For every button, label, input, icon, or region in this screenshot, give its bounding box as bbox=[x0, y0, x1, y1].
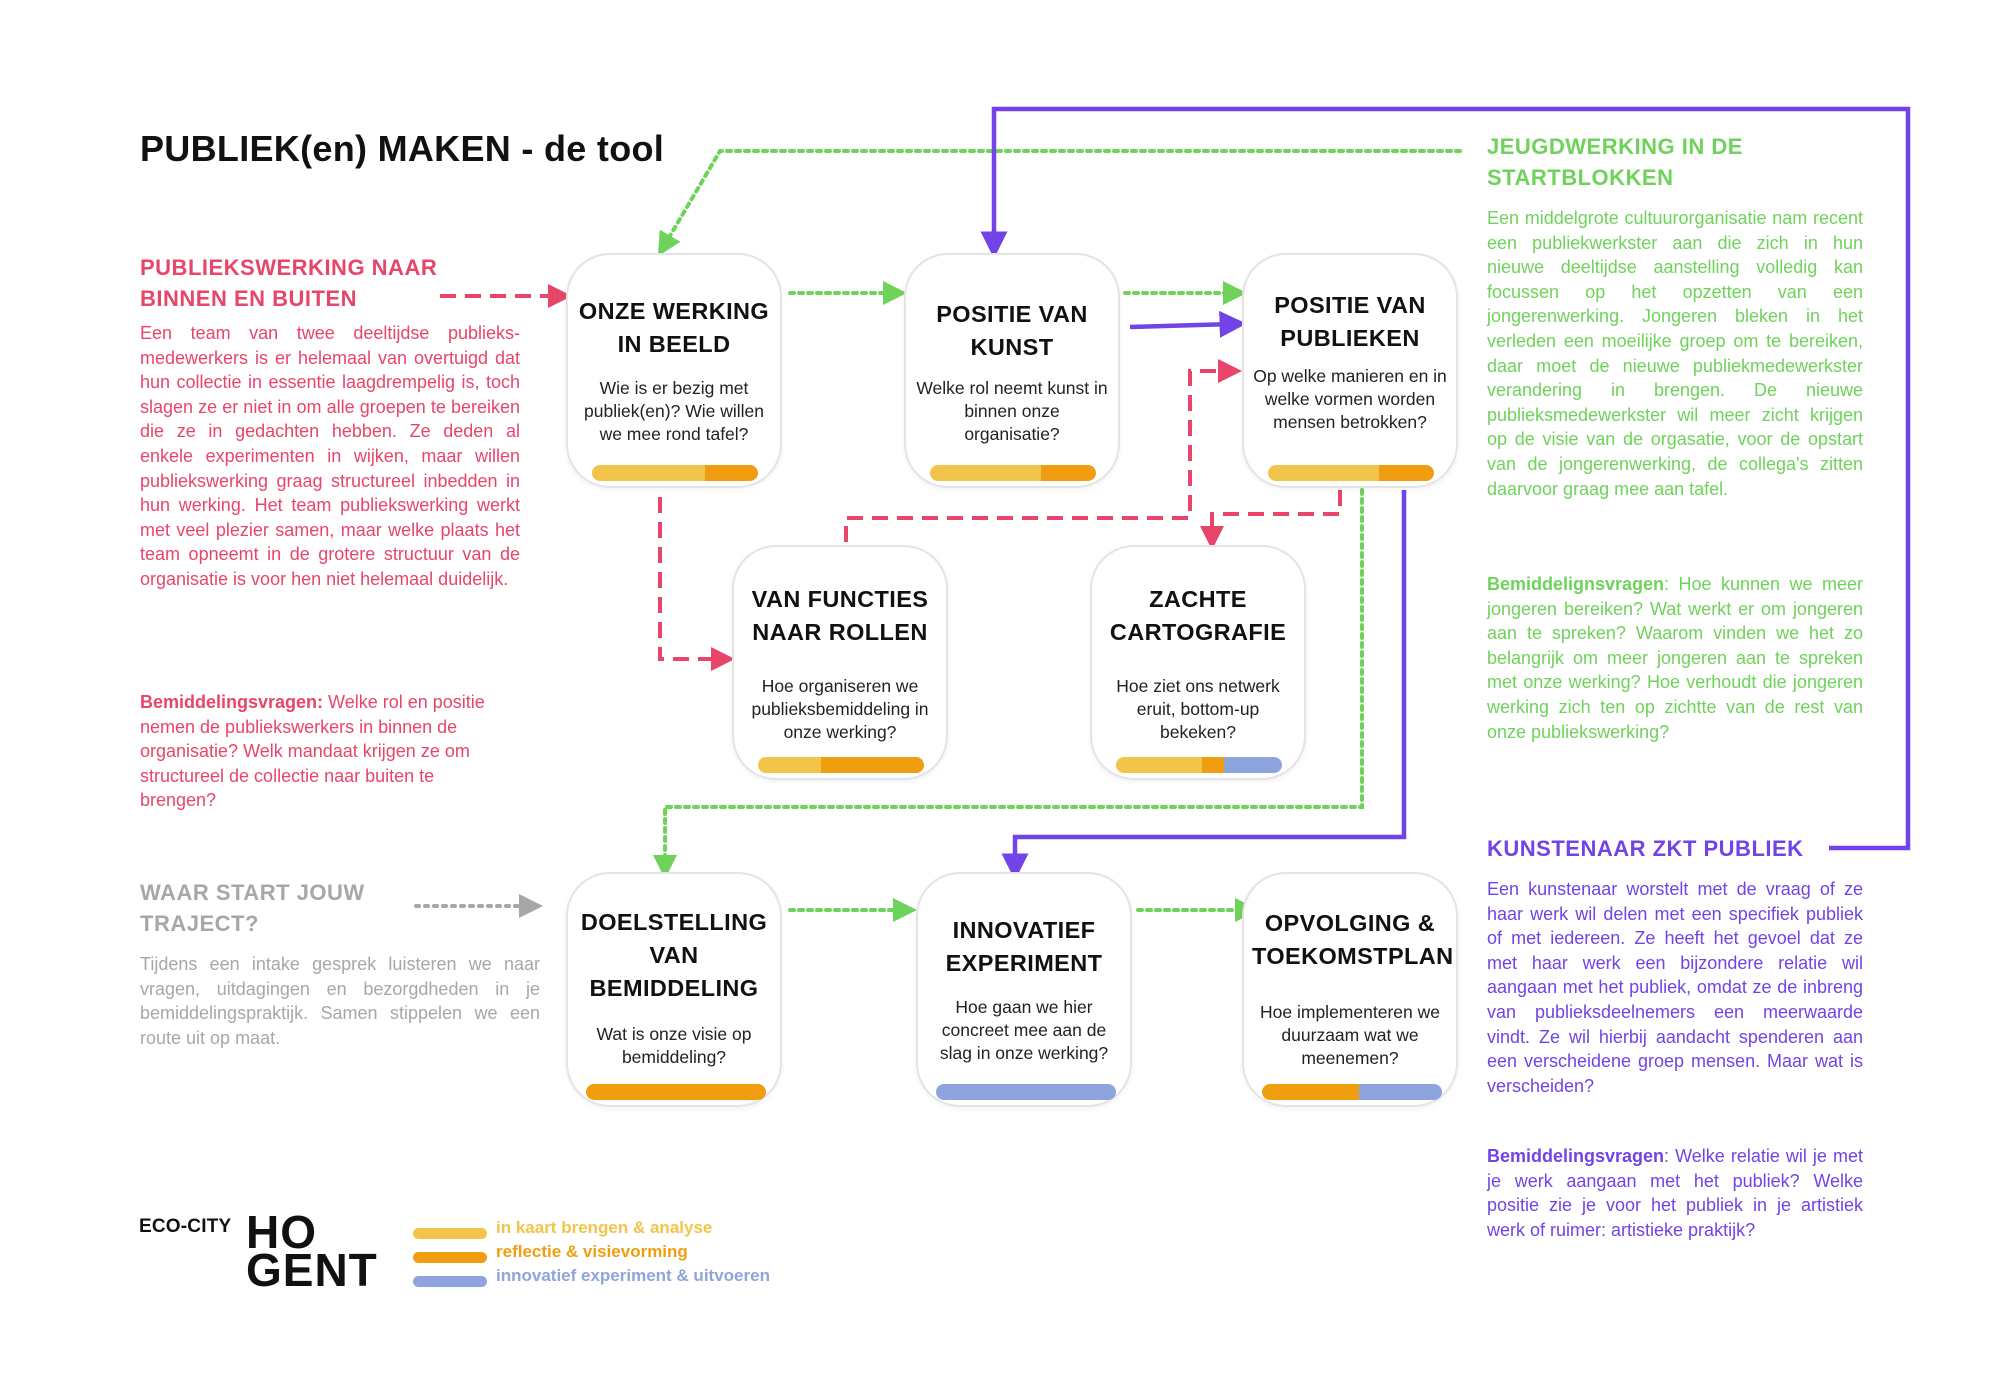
purple-case-questions: Bemiddelingsvragen: Welke relatie wil je… bbox=[1487, 1144, 1863, 1242]
card-question: Wie is er bezig met publiek(en)? Wie wil… bbox=[584, 378, 764, 444]
phase-bar-segment-orange bbox=[1041, 465, 1096, 481]
card-title: OPVOLGING &TOEKOMSTPLAN bbox=[1252, 910, 1454, 969]
start-heading-line1: WAAR START JOUW bbox=[140, 880, 365, 905]
phase-bar-segment-blue bbox=[1223, 757, 1282, 773]
pink-case-body: Een team van twee deeltijdse publieks-me… bbox=[140, 323, 520, 589]
card-question: Op welke manieren en in welke vormen wor… bbox=[1253, 366, 1447, 432]
pink-case-question-label: Bemiddelingsvragen: bbox=[140, 692, 324, 712]
phase-bar-segment-yellow bbox=[1268, 465, 1380, 481]
purple-case-body: Een kunstenaar worstelt met de vraag of … bbox=[1487, 879, 1863, 1096]
green-case-questions: Bemiddelignsvragen: Hoe kunnen we meer j… bbox=[1487, 572, 1863, 744]
legend-label-analyse: in kaart brengen & analyse bbox=[496, 1218, 713, 1237]
green-case-question-label: Bemiddelignsvragen bbox=[1487, 574, 1665, 594]
legend-label-experiment: innovatief experiment & uitvoeren bbox=[496, 1266, 770, 1285]
purple-case-heading: KUNSTENAAR ZKT PUBLIEK bbox=[1487, 836, 1804, 861]
purple-arrow-kunst-publieken bbox=[1129, 310, 1247, 338]
green-case-body: Een middelgrote cultuurorganisatie nam r… bbox=[1487, 208, 1863, 499]
start-heading-line2: TRAJECT? bbox=[140, 911, 259, 936]
purple-arrow-publieken-experiment bbox=[1001, 490, 1407, 881]
legend-label-reflectie: reflectie & visievorming bbox=[496, 1242, 688, 1261]
phase-bar bbox=[1116, 757, 1282, 773]
green-route bbox=[653, 149, 1462, 922]
phase-bar-segment-orange bbox=[1202, 757, 1224, 773]
purple-arrow-start bbox=[980, 106, 1911, 851]
phase-bar bbox=[758, 757, 924, 773]
green-case-heading-line2: STARTBLOKKEN bbox=[1487, 165, 1674, 190]
card-question: Hoe gaan we hier concreet mee aan de sla… bbox=[939, 997, 1109, 1063]
phase-bar bbox=[586, 1084, 766, 1100]
legend-swatch-yellow bbox=[413, 1228, 487, 1239]
green-arrow-start bbox=[657, 149, 1462, 257]
page-title: PUBLIEK(en) MAKEN - de tool bbox=[140, 128, 665, 169]
phase-bar-segment-blue bbox=[936, 1084, 1116, 1100]
phase-bar-segment-blue bbox=[1359, 1084, 1442, 1100]
pink-case-heading: PUBLIEKSWERKING NAAR BINNEN EN BUITEN bbox=[140, 252, 470, 314]
start-heading: WAAR START JOUW TRAJECT? bbox=[140, 877, 440, 939]
phase-bar bbox=[930, 465, 1096, 481]
hogent-logo-line1: HO bbox=[246, 1206, 317, 1258]
pink-arrow-publieken-cartografie bbox=[1200, 490, 1342, 550]
phase-bar-segment-orange bbox=[1262, 1084, 1360, 1100]
purple-case-question-text: : Welke relatie wil je met je werk aanga… bbox=[1487, 1146, 1863, 1240]
green-case-question-text: : Hoe kunnen we meer jongeren bereiken? … bbox=[1487, 574, 1863, 742]
green-case-heading: JEUGDWERKING IN DE STARTBLOKKEN bbox=[1487, 131, 1827, 193]
pink-case-heading-line2: BINNEN EN BUITEN bbox=[140, 286, 358, 311]
card-question: Hoe ziet ons netwerk eruit, bottom-up be… bbox=[1116, 676, 1280, 742]
pink-case-questions: Bemiddelingsvragen: Welke rol en positie… bbox=[140, 690, 500, 813]
pink-arrow-rollen-publieken bbox=[844, 359, 1242, 542]
phase-bar-segment-orange bbox=[821, 757, 924, 773]
start-body: Tijdens een intake gesprek luisteren we … bbox=[140, 954, 540, 1048]
phase-bar bbox=[936, 1084, 1116, 1100]
card-question: Wat is onze visie op bemiddeling? bbox=[596, 1024, 752, 1067]
card-opvolging-en-toekomstplan[interactable]: OPVOLGING &TOEKOMSTPLAN Hoe implementere… bbox=[1242, 872, 1458, 1107]
card-question: Hoe organiseren we publieksbemiddeling i… bbox=[751, 676, 929, 742]
pink-case-heading-line1: PUBLIEKSWERKING NAAR bbox=[140, 255, 438, 280]
phase-bar bbox=[1268, 465, 1434, 481]
green-case-heading-line1: JEUGDWERKING IN DE bbox=[1487, 134, 1743, 159]
hogent-logo-line2: GENT bbox=[246, 1244, 378, 1296]
phase-bar-segment-orange bbox=[704, 465, 758, 481]
pink-arrow-werking-rollen bbox=[658, 497, 735, 671]
purple-case-question-label: Bemiddelingsvragen bbox=[1487, 1146, 1665, 1166]
card-question: Hoe implementeren we duurzaam wat we mee… bbox=[1260, 1002, 1440, 1068]
card-question: Welke rol neemt kunst in binnen onze org… bbox=[916, 378, 1108, 444]
phase-bar-segment-yellow bbox=[758, 757, 822, 773]
pink-route bbox=[440, 284, 1342, 671]
legend-swatch-orange bbox=[413, 1252, 487, 1263]
purple-route bbox=[980, 106, 1911, 881]
phase-bar-segment-yellow bbox=[592, 465, 705, 481]
green-arrow-publieken-doelstelling bbox=[653, 488, 1364, 879]
phase-bar bbox=[592, 465, 758, 481]
hogent-logo: HO GENT bbox=[246, 1206, 378, 1296]
phase-bar bbox=[1262, 1084, 1442, 1100]
phase-bar-segment-yellow bbox=[930, 465, 1042, 481]
phase-bar-segment-orange bbox=[1379, 465, 1434, 481]
pink-case-question-text: Welke rol en positie nemen de publiekswe… bbox=[140, 692, 485, 811]
legend-swatch-blue bbox=[413, 1276, 487, 1287]
phase-bar-segment-orange bbox=[586, 1084, 766, 1100]
phase-bar-segment-yellow bbox=[1116, 757, 1203, 773]
eco-city-logo: ECO-CITY bbox=[139, 1216, 232, 1237]
